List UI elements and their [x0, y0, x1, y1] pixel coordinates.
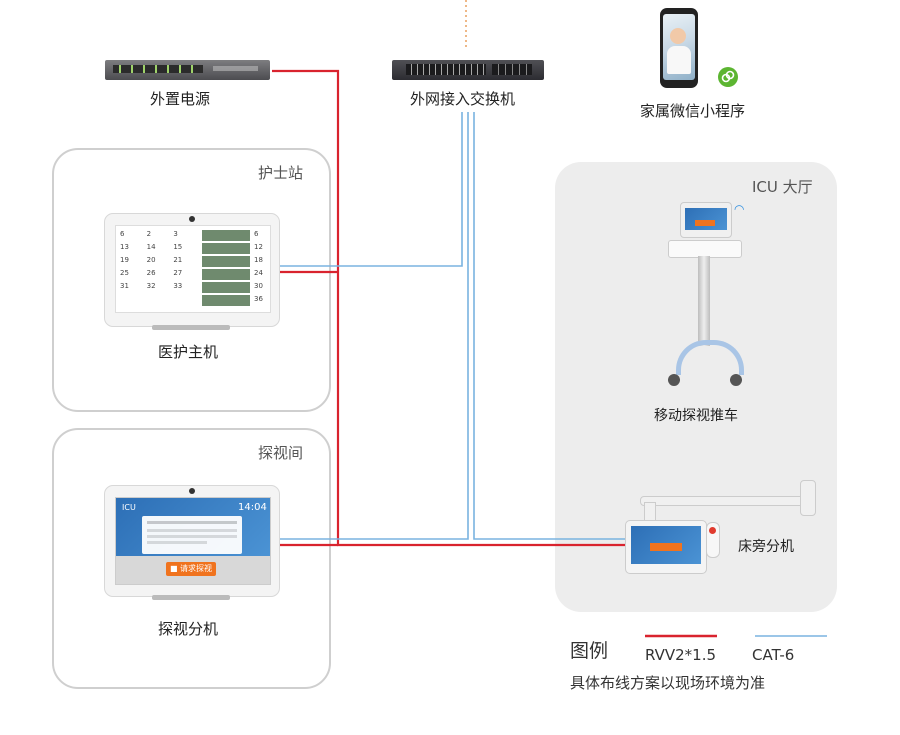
nurse-host-stand — [152, 325, 230, 330]
wifi-icon: ◠ — [734, 202, 745, 216]
power-supply-label: 外置电源 — [150, 90, 211, 108]
bedside-terminal-label: 床旁分机 — [738, 539, 794, 555]
legend-lines — [645, 634, 827, 638]
nurse-host-label: 医护主机 — [158, 343, 219, 361]
visit-screen-time: 14:04 — [238, 502, 267, 513]
nurse-station-title: 护士站 — [258, 164, 304, 182]
power-supply-device — [105, 60, 270, 80]
visit-terminal: ICU 14:04 ■ 请求探视 — [104, 485, 280, 597]
network-switch-label: 外网接入交换机 — [410, 90, 516, 108]
visit-terminal-screen: ICU 14:04 ■ 请求探视 — [115, 497, 271, 585]
nurse-host-terminal: 6 2 3 13 14 15 19 20 21 25 26 27 31 32 3… — [104, 213, 280, 327]
mobile-cart-label: 移动探视推车 — [654, 408, 738, 424]
bedside-terminal — [625, 520, 707, 574]
visit-terminal-stand — [152, 595, 230, 600]
legend-red-label: RVV2*1.5 — [645, 646, 717, 664]
visit-room-title: 探视间 — [258, 444, 304, 462]
legend-title: 图例 — [570, 640, 609, 662]
camera-icon — [189, 488, 195, 494]
wiring-note: 具体布线方案以现场环境为准 — [570, 674, 766, 692]
visit-screen-title: ICU — [122, 503, 136, 512]
request-visit-button[interactable]: ■ 请求探视 — [166, 562, 216, 576]
wechat-mini-program-icon — [718, 67, 738, 87]
wechat-mini-program-label: 家属微信小程序 — [640, 102, 746, 120]
icu-hall-title: ICU 大厅 — [752, 178, 813, 196]
camera-icon — [189, 216, 195, 222]
rvv-power-lines — [272, 69, 625, 547]
family-phone-device — [660, 8, 698, 88]
legend-blue-label: CAT-6 — [752, 646, 795, 664]
network-switch-device — [392, 60, 544, 80]
bedside-arm — [640, 480, 820, 532]
video-icon: ■ — [169, 564, 178, 573]
cat6-network-lines — [278, 112, 625, 540]
mobile-cart-device: ◠ — [660, 200, 760, 395]
nurse-host-screen: 6 2 3 13 14 15 19 20 21 25 26 27 31 32 3… — [115, 225, 271, 313]
visit-terminal-label: 探视分机 — [158, 620, 219, 638]
call-handset-icon — [706, 522, 720, 558]
